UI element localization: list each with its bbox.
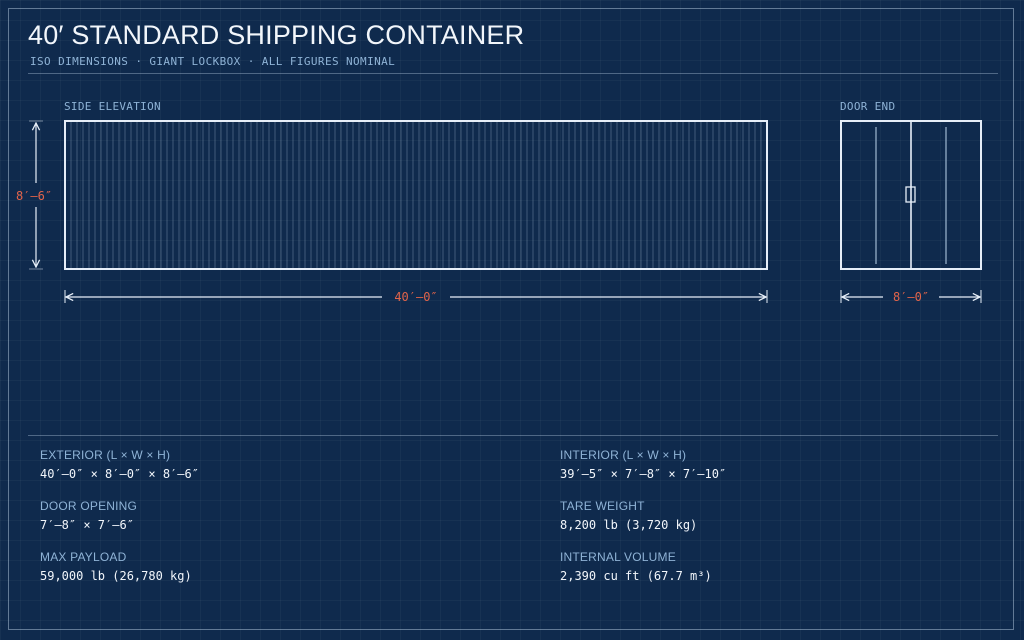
spec-value: 7′–8″ × 7′–6″ xyxy=(40,518,134,532)
page-subtitle: ISO DIMENSIONS · GIANT LOCKBOX · ALL FIG… xyxy=(30,55,396,68)
spec-door-opening: DOOR OPENING 7′–8″ × 7′–6″ xyxy=(40,499,440,532)
spec-max-payload: MAX PAYLOAD 59,000 lb (26,780 kg) xyxy=(40,550,440,583)
spec-exterior: EXTERIOR (L × W × H) 40′–0″ × 8′–0″ × 8′… xyxy=(40,448,440,481)
side-elevation-label: SIDE ELEVATION xyxy=(64,100,161,113)
spec-value: 2,390 cu ft (67.7 m³) xyxy=(560,569,712,583)
spec-value: 8,200 lb (3,720 kg) xyxy=(560,518,698,532)
spec-label: MAX PAYLOAD xyxy=(40,550,127,564)
specs-divider xyxy=(28,435,998,436)
spec-value: 59,000 lb (26,780 kg) xyxy=(40,569,192,583)
height-dimension: 8′–6″ xyxy=(16,120,52,270)
spec-label: TARE WEIGHT xyxy=(560,499,645,513)
length-dimension-text: 40′–0″ xyxy=(394,290,437,304)
spec-label: INTERNAL VOLUME xyxy=(560,550,676,564)
spec-value: 39′–5″ × 7′–8″ × 7′–10″ xyxy=(560,467,727,481)
width-dimension-text: 8′–0″ xyxy=(893,290,929,304)
side-elevation-outline xyxy=(64,120,768,270)
drawing-frame xyxy=(8,8,1014,630)
spec-label: DOOR OPENING xyxy=(40,499,138,513)
spec-value: 40′–0″ × 8′–0″ × 8′–6″ xyxy=(40,467,199,481)
lockbox-icon xyxy=(905,186,916,203)
page-title: 40′ STANDARD SHIPPING CONTAINER xyxy=(28,20,525,50)
door-end-label: DOOR END xyxy=(840,100,896,113)
height-dimension-text: 8′–6″ xyxy=(16,189,52,203)
spec-tare-weight: TARE WEIGHT 8,200 lb (3,720 kg) xyxy=(560,499,960,532)
spec-internal-volume: INTERNAL VOLUME 2,390 cu ft (67.7 m³) xyxy=(560,550,960,583)
side-corrugation-lines xyxy=(70,122,762,268)
spec-label: EXTERIOR (L × W × H) xyxy=(40,448,171,462)
length-dimension: 40′–0″ xyxy=(64,290,768,304)
spec-interior: INTERIOR (L × W × H) 39′–5″ × 7′–8″ × 7′… xyxy=(560,448,960,481)
side-elevation xyxy=(64,120,768,270)
width-dimension: 8′–0″ xyxy=(840,290,982,304)
door-end-view xyxy=(840,120,982,270)
spec-label: INTERIOR (L × W × H) xyxy=(560,448,687,462)
header-divider xyxy=(28,73,998,74)
